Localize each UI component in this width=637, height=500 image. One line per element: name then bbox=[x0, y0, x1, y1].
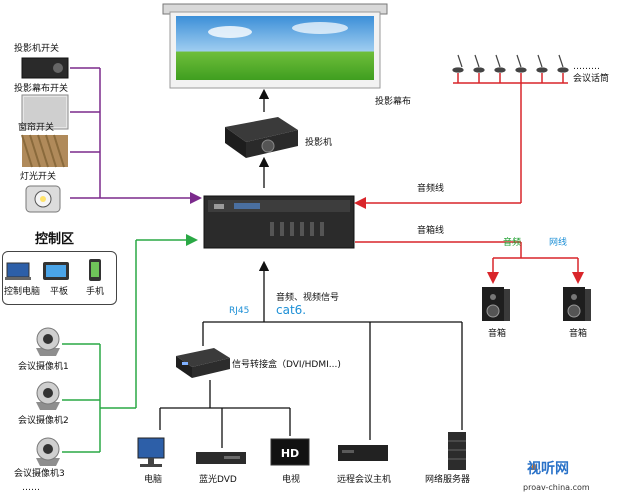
cat6-label: cat6. bbox=[276, 303, 307, 317]
curtain-switch-label: 窗帘开关 bbox=[18, 123, 55, 133]
bluray-dvd-label: 蓝光DVD bbox=[199, 475, 237, 485]
projection-screen bbox=[162, 3, 388, 89]
projector-label: 投影机 bbox=[305, 138, 333, 148]
projector-switch-icon bbox=[21, 57, 69, 79]
purple-control-lines bbox=[70, 67, 202, 204]
brand-logo bbox=[530, 462, 538, 470]
screen-switch-label: 投影幕布开关 bbox=[14, 84, 69, 94]
camera-2-icon bbox=[36, 381, 60, 410]
control-pc-icon bbox=[5, 262, 31, 280]
audio-label: 音频 bbox=[503, 238, 522, 248]
tablet-icon bbox=[43, 262, 69, 280]
remote-conference-host-label: 远程会议主机 bbox=[337, 475, 392, 485]
screen-switch-icon bbox=[21, 94, 69, 130]
camera-1-icon bbox=[36, 327, 60, 356]
control-pc-label: 控制电脑 bbox=[4, 287, 41, 297]
speaker-line-label: 音箱线 bbox=[417, 226, 445, 236]
red-audio-lines bbox=[354, 73, 584, 284]
projector-switch-label: 投影机开关 bbox=[14, 44, 60, 54]
projector-icon bbox=[225, 117, 298, 158]
speaker-left-label: 音箱 bbox=[488, 329, 507, 339]
central-control-host bbox=[203, 195, 355, 249]
speaker-right-label: 音箱 bbox=[569, 329, 588, 339]
green-camera-lines bbox=[62, 234, 198, 453]
microphones-icon bbox=[452, 54, 569, 73]
converter-label: 信号转接盒（DVI/HDMI...) bbox=[232, 360, 341, 370]
light-switch-label: 灯光开关 bbox=[20, 172, 57, 182]
control-area-box bbox=[2, 251, 117, 305]
network-line-label: 网线 bbox=[549, 238, 568, 248]
signal-converter-box bbox=[176, 348, 230, 378]
tv-icon: HD bbox=[270, 438, 310, 466]
phone-label: 手机 bbox=[86, 287, 105, 297]
mic-ellipsis: ……… bbox=[573, 62, 600, 72]
light-switch-icon bbox=[25, 185, 61, 213]
audio-line-label: 音频线 bbox=[417, 184, 445, 194]
mic-label: 会议话筒 bbox=[573, 74, 610, 84]
phone-icon bbox=[89, 259, 101, 281]
camera-1-label: 会议摄像机1 bbox=[18, 362, 69, 372]
screen-label: 投影幕布 bbox=[375, 97, 412, 107]
network-server-icon bbox=[448, 432, 466, 470]
cameras-ellipsis: …… bbox=[22, 483, 40, 493]
remote-conference-host-icon bbox=[338, 445, 388, 461]
tv-hd-badge: HD bbox=[281, 447, 299, 460]
rj45-label: RJ45 bbox=[229, 306, 250, 316]
tablet-label: 平板 bbox=[50, 287, 69, 297]
brand-url: proav-china.com bbox=[523, 483, 590, 492]
speaker-right-icon bbox=[563, 287, 591, 321]
tv-label: 电视 bbox=[282, 475, 301, 485]
brand-name: 视听网 bbox=[527, 461, 569, 477]
black-signal-bus bbox=[159, 260, 463, 448]
speaker-left-icon bbox=[482, 287, 510, 321]
camera-2-label: 会议摄像机2 bbox=[18, 416, 69, 426]
av-signal-label: 音频、视频信号 bbox=[276, 293, 340, 303]
computer-label: 电脑 bbox=[144, 475, 163, 485]
computer-icon bbox=[137, 437, 165, 467]
camera-3-icon bbox=[36, 437, 60, 466]
camera-3-label: 会议摄像机3 bbox=[14, 469, 65, 479]
control-area-title: 控制区 bbox=[35, 232, 75, 247]
network-server-label: 网络服务器 bbox=[425, 475, 471, 485]
curtain-switch-icon bbox=[21, 134, 68, 168]
bluray-dvd-icon bbox=[196, 452, 246, 464]
